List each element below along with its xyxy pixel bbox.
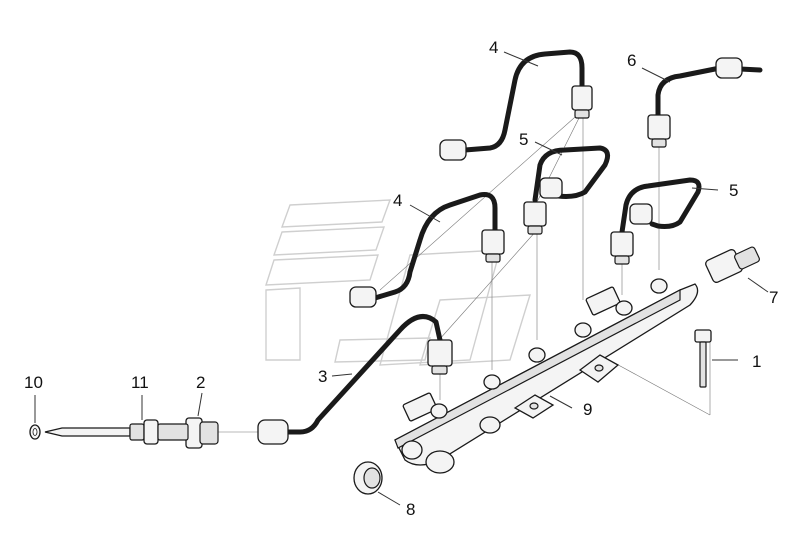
callout-4-upper: 4 (489, 38, 498, 57)
injector-pipe-5-lower (610, 177, 702, 265)
callout-7: 7 (769, 288, 778, 307)
injector-pipe-6 (647, 57, 763, 148)
callout-10: 10 (24, 373, 43, 392)
spacers-9 (513, 354, 620, 419)
callout-8: 8 (406, 500, 415, 519)
callout-5-lower: 5 (729, 181, 738, 200)
callout-9: 9 (583, 400, 592, 419)
o-ring-10 (29, 424, 41, 440)
callout-3: 3 (318, 367, 327, 386)
callout-1: 1 (752, 352, 761, 371)
callout-5-upper: 5 (519, 130, 528, 149)
connector-2 (185, 417, 219, 449)
supply-pipe-3 (257, 314, 453, 445)
plug-8 (353, 461, 383, 495)
injector-pipe-4-upper (439, 49, 593, 161)
injector-11 (44, 419, 189, 445)
callout-4-lower: 4 (393, 191, 402, 210)
common-rail (394, 278, 699, 474)
injector-pipe-5-upper (523, 145, 611, 235)
callout-11: 11 (131, 373, 149, 392)
callout-6: 6 (627, 51, 636, 70)
watermark-logo (265, 199, 531, 366)
callout-leaders (34, 51, 769, 506)
bolt-1 (694, 329, 712, 388)
callout-2: 2 (196, 373, 205, 392)
pressure-sensor-7 (705, 246, 760, 283)
